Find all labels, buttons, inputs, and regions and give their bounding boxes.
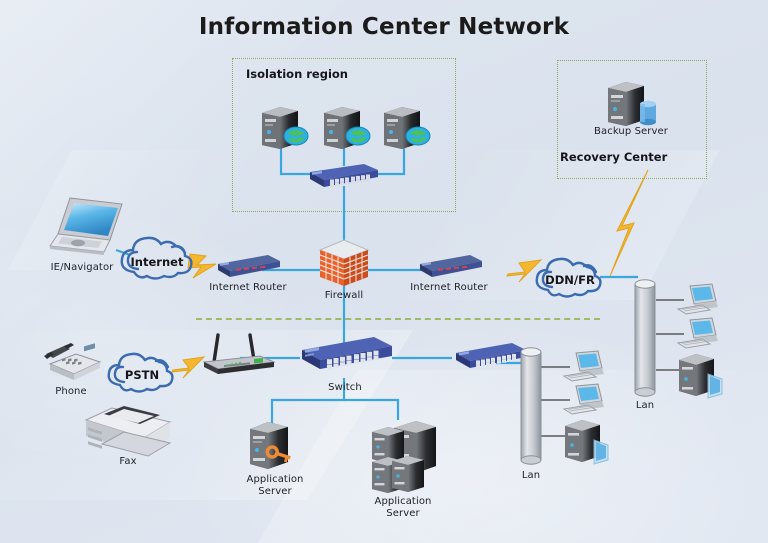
node-web-server-1[interactable] bbox=[258, 105, 314, 151]
node-wireless-router[interactable] bbox=[196, 332, 282, 376]
fax-label: Fax bbox=[119, 456, 137, 467]
bolt-pstn-to-wireless bbox=[171, 356, 206, 379]
node-application-server-single[interactable] bbox=[244, 420, 306, 472]
recovery-center-box bbox=[557, 60, 707, 179]
application-server-single-label-line1: Application bbox=[246, 474, 304, 485]
node-isolation-switch[interactable] bbox=[300, 160, 380, 190]
node-fax[interactable] bbox=[78, 398, 176, 462]
node-core-switch[interactable] bbox=[292, 334, 396, 374]
zone-divider bbox=[196, 318, 600, 320]
recovery-center-label: Recovery Center bbox=[560, 150, 668, 164]
core-switch-label: Switch bbox=[328, 382, 362, 393]
laptop-label: IE/Navigator bbox=[50, 262, 114, 273]
node-workstation-r1[interactable] bbox=[676, 283, 724, 319]
backup-server-label: Backup Server bbox=[594, 126, 668, 137]
application-server-cluster-label-line2: Server bbox=[386, 508, 420, 519]
lan-bus-right-label: Lan bbox=[635, 400, 655, 411]
node-server-c3[interactable] bbox=[560, 418, 612, 466]
node-phone[interactable] bbox=[40, 340, 106, 386]
diagram-title: Information Center Network bbox=[198, 14, 570, 40]
bolt-ddnfr-to-recovery bbox=[609, 169, 649, 277]
node-lan-bus-right[interactable] bbox=[632, 278, 658, 400]
node-internet-cloud[interactable]: Internet bbox=[112, 230, 202, 288]
firewall-label: Firewall bbox=[324, 290, 364, 301]
node-web-server-3[interactable] bbox=[380, 105, 436, 151]
node-ddnfr-cloud[interactable]: DDN/FR bbox=[528, 250, 610, 304]
node-firewall[interactable] bbox=[316, 238, 372, 290]
internet-router-right-label: Internet Router bbox=[410, 282, 488, 293]
node-application-server-cluster[interactable] bbox=[368, 418, 442, 498]
node-server-r3[interactable] bbox=[674, 352, 726, 400]
application-server-cluster-label-line1: Application bbox=[374, 496, 432, 507]
phone-label: Phone bbox=[55, 386, 87, 397]
node-workstation-c2[interactable] bbox=[562, 383, 610, 419]
lan-bus-center-label: Lan bbox=[521, 470, 541, 481]
isolation-region-label: Isolation region bbox=[246, 67, 348, 81]
node-workstation-r2[interactable] bbox=[676, 317, 724, 353]
application-server-single-label-line2: Server bbox=[258, 486, 292, 497]
node-backup-server[interactable] bbox=[602, 80, 660, 128]
node-laptop[interactable] bbox=[48, 196, 128, 262]
node-edge-switch[interactable] bbox=[448, 340, 530, 372]
node-internet-router-right[interactable] bbox=[412, 252, 486, 282]
internet-cloud-label: Internet bbox=[131, 255, 184, 269]
node-pstn-cloud[interactable]: PSTN bbox=[100, 345, 182, 399]
bolt-router-to-ddnfr bbox=[506, 259, 543, 283]
pstn-cloud-label: PSTN bbox=[125, 368, 159, 382]
node-internet-router-left[interactable] bbox=[210, 252, 284, 282]
node-lan-bus-center[interactable] bbox=[518, 346, 544, 468]
ddnfr-cloud-label: DDN/FR bbox=[545, 273, 595, 287]
node-workstation-c1[interactable] bbox=[562, 350, 610, 386]
internet-router-left-label: Internet Router bbox=[209, 282, 287, 293]
node-web-server-2[interactable] bbox=[320, 105, 376, 151]
